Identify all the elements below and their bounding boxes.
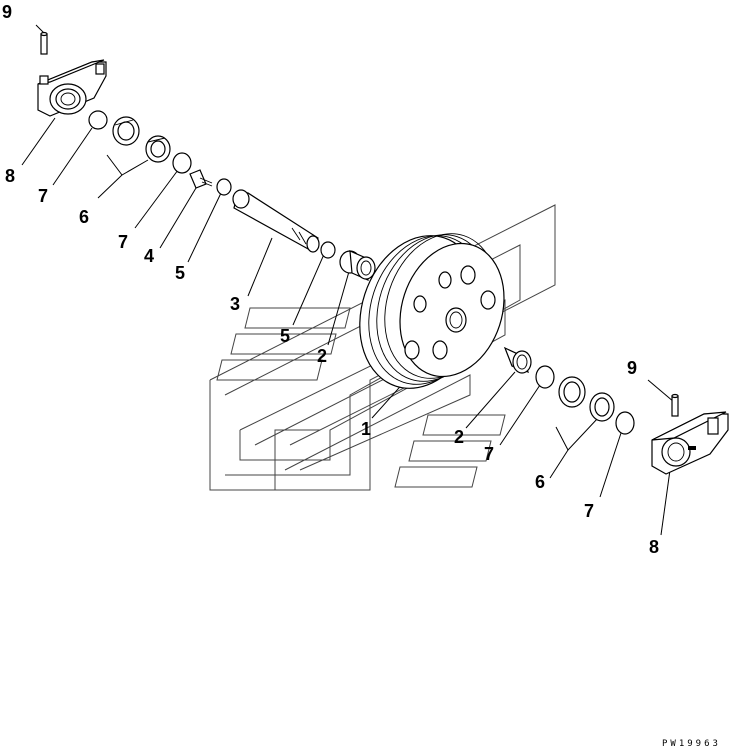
o-ring-5 (535, 365, 555, 389)
o-ring-3 (216, 178, 232, 196)
callout-7-lower-a: 7 (484, 444, 494, 464)
o-ring-6 (615, 411, 635, 435)
pin-upper-left (40, 31, 48, 55)
callout-3: 3 (230, 294, 240, 314)
callout-5-lower: 5 (280, 326, 290, 346)
callout-2-upper: 2 (317, 346, 327, 366)
callout-8-upper: 8 (5, 166, 15, 186)
o-ring-4 (320, 241, 336, 259)
callout-6-upper: 6 (79, 207, 89, 227)
callout-7-upper-b: 7 (118, 232, 128, 252)
plug (189, 169, 213, 189)
o-ring-1 (88, 110, 108, 130)
callout-8-lower: 8 (649, 537, 659, 557)
floating-seal-lower-b (589, 392, 615, 422)
figure-code: PW19963 (662, 739, 721, 749)
bracket-lower-right (651, 411, 729, 475)
floating-seal-upper-b (145, 135, 171, 163)
o-ring-2 (172, 152, 192, 174)
callout-7-lower-b: 7 (584, 501, 594, 521)
pin-lower-right (671, 393, 679, 417)
callout-7-upper-a: 7 (38, 186, 48, 206)
bracket-upper-left (37, 59, 107, 117)
callout-4: 4 (144, 246, 154, 266)
callout-2-lower: 2 (454, 427, 464, 447)
bushing-upper (339, 250, 376, 281)
callout-6-lower: 6 (535, 472, 545, 492)
callout-9-lower: 9 (627, 358, 637, 378)
callout-9-upper: 9 (2, 2, 12, 22)
leader-lines (21, 24, 675, 536)
idler-wheel (359, 233, 505, 389)
floating-seal-upper-a (112, 116, 140, 146)
shaft (232, 189, 320, 253)
callout-labels: 9 8 7 6 7 4 5 3 5 2 1 2 7 9 6 7 8 (2, 2, 659, 557)
callout-1: 1 (361, 419, 371, 439)
floating-seal-lower-a (558, 376, 586, 408)
callout-5-upper: 5 (175, 263, 185, 283)
bushing-lower (503, 346, 532, 374)
